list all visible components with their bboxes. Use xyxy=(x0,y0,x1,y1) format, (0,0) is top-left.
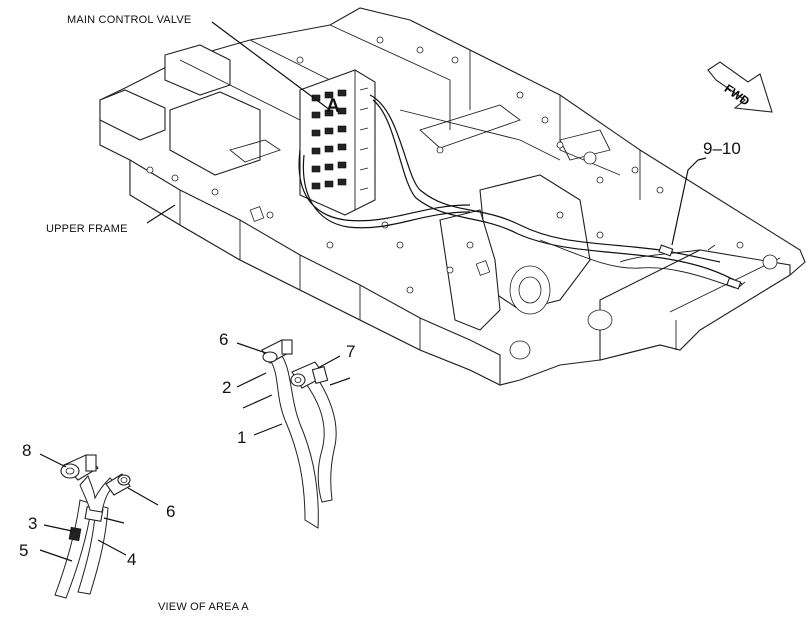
view-of-area-label: VIEW OF AREA A xyxy=(158,601,249,613)
callout-9-10: 9–10 xyxy=(703,139,741,158)
pilot-hose-run xyxy=(298,94,746,290)
leader-lines-main xyxy=(146,21,707,246)
main-control-valve xyxy=(299,69,376,216)
upper-frame-label: UPPER FRAME xyxy=(46,223,128,235)
callout-2: 2 xyxy=(222,378,231,397)
fitting-7 xyxy=(290,361,329,389)
callout-7: 7 xyxy=(346,342,355,361)
area-a-letter: A xyxy=(326,96,340,117)
callout-5: 5 xyxy=(19,541,28,560)
fitting-6-upper xyxy=(261,339,293,364)
fitting-8 xyxy=(60,454,99,481)
detail-hose-assembly-upper xyxy=(236,339,351,529)
fwd-arrow: FWD xyxy=(707,61,773,113)
detail-hose-assembly-lower xyxy=(39,453,159,599)
upper-frame-assembly xyxy=(99,7,806,386)
callout-3: 3 xyxy=(28,514,37,533)
callout-6-upper: 6 xyxy=(219,330,228,349)
main-control-valve-label: MAIN CONTROL VALVE xyxy=(67,14,191,26)
callout-1: 1 xyxy=(237,428,246,447)
callout-6-lower: 6 xyxy=(166,502,175,521)
area-a-marker: A xyxy=(326,96,340,117)
fitting-6-lower xyxy=(105,473,131,496)
callout-8: 8 xyxy=(22,441,31,460)
callout-4: 4 xyxy=(127,550,136,569)
